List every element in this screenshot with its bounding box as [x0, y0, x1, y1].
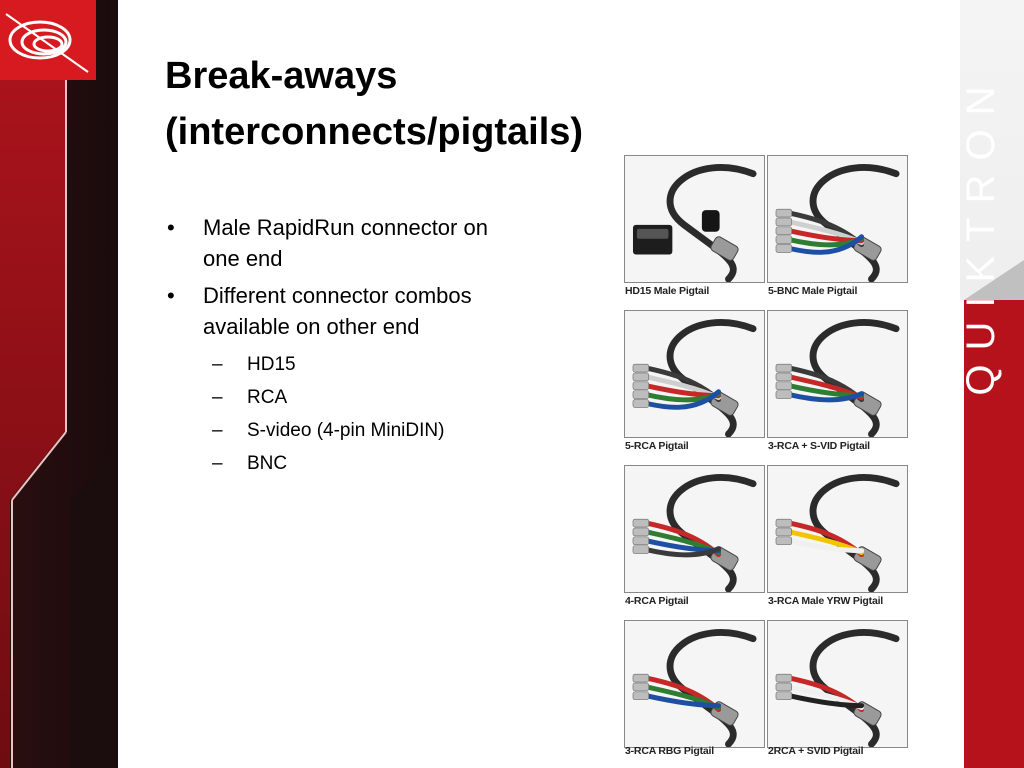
photo-5rca-pigtail	[624, 310, 765, 438]
photo-caption: 2RCA + SVID Pigtail	[768, 745, 864, 757]
slide-title-line1: Break-aways	[165, 55, 398, 97]
left-decor-band	[0, 0, 120, 768]
sub-dash: –	[212, 354, 223, 375]
sub-item: – RCA	[165, 381, 565, 414]
quiktron-logo	[0, 0, 96, 80]
sub-item-text: RCA	[247, 387, 288, 408]
photo-caption: 3-RCA + S-VID Pigtail	[768, 440, 870, 452]
bullet-dot: •	[167, 215, 175, 240]
photo-caption: 3-RCA RBG Pigtail	[625, 745, 714, 757]
rca-cable-photo-icon	[625, 311, 764, 437]
photo-3rca-yrw-pigtail	[767, 465, 908, 593]
bullet-text: one end	[203, 246, 283, 271]
photo-caption: 5-BNC Male Pigtail	[768, 285, 858, 297]
rca-svid-cable-photo-icon	[768, 621, 907, 747]
bullet-item: • Male RapidRun connector on one end	[165, 212, 565, 274]
right-decor-band: QUIKTRON	[960, 0, 1024, 768]
rca-cable-photo-icon	[625, 466, 764, 592]
photo-caption: 4-RCA Pigtail	[625, 595, 689, 607]
photo-4rca-pigtail	[624, 465, 765, 593]
photo-caption: 5-RCA Pigtail	[625, 440, 689, 452]
bullet-list: • Male RapidRun connector on one end • D…	[165, 212, 565, 480]
brand-name: QUIKTRON	[960, 72, 1003, 395]
sub-dash: –	[212, 453, 223, 474]
sub-item: – BNC	[165, 447, 565, 480]
rca-svid-cable-photo-icon	[768, 311, 907, 437]
photo-3rca-rbg-pigtail	[624, 620, 765, 748]
bullet-text: available on other end	[203, 314, 420, 339]
sub-item-text: BNC	[247, 453, 288, 474]
photo-3rca-svid-pigtail	[767, 310, 908, 438]
photo-caption: 3-RCA Male YRW Pigtail	[768, 595, 884, 607]
rca-rbg-cable-photo-icon	[625, 621, 764, 747]
sub-dash: –	[212, 420, 223, 441]
sub-item-text: HD15	[247, 354, 296, 375]
right-band-art	[960, 0, 1024, 768]
left-band-art	[0, 0, 120, 768]
bullet-text: Male RapidRun connector on	[203, 215, 488, 240]
bullet-item: • Different connector combos available o…	[165, 280, 565, 342]
sub-item: – HD15	[165, 348, 565, 381]
rca-yrw-cable-photo-icon	[768, 466, 907, 592]
photo-5bnc-male-pigtail	[767, 155, 908, 283]
pigtail-photo-grid: HD15 Male Pigtail 5-BNC Male Pigtail 5-R…	[624, 155, 910, 757]
sub-item: – S-video (4-pin MiniDIN)	[165, 414, 565, 447]
photo-hd15-male-pigtail	[624, 155, 765, 283]
quiktron-wordmark: QUIKTRON	[960, 72, 1003, 395]
sub-dash: –	[212, 387, 223, 408]
slide-title: Break-aways (interconnects/pigtails)	[165, 48, 685, 160]
bnc-cable-photo-icon	[768, 156, 907, 282]
slide-title-line2: (interconnects/pigtails)	[165, 111, 584, 153]
hd15-cable-photo-icon	[625, 156, 764, 282]
photo-2rca-svid-pigtail	[767, 620, 908, 748]
sub-item-text: S-video (4-pin MiniDIN)	[247, 420, 445, 441]
bullet-dot: •	[167, 283, 175, 308]
bullet-text: Different connector combos	[203, 283, 472, 308]
photo-caption: HD15 Male Pigtail	[625, 285, 710, 297]
